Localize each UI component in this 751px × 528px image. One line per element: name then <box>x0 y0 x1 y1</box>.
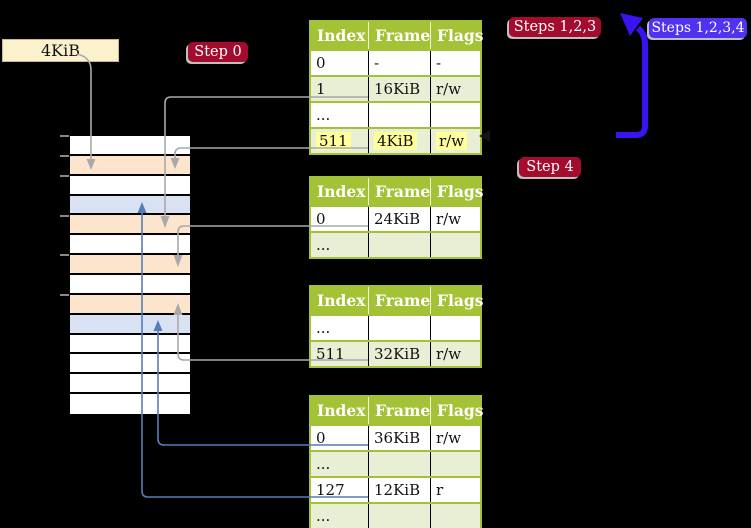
table-cell <box>369 316 431 340</box>
table-header-cell: Index <box>311 287 369 314</box>
table-row: ... <box>311 231 480 257</box>
memory-row-free <box>70 136 190 156</box>
table-cell: r/w <box>431 77 480 101</box>
table-cell: 511 <box>311 342 369 366</box>
table-row: 511 4KiB r/w <box>311 127 480 153</box>
badge-steps-1-2-3: Steps 1,2,3 <box>509 17 601 37</box>
table-cell: ... <box>311 504 369 528</box>
badge-step-0: Step 0 <box>188 42 248 62</box>
table-cell: r/w <box>436 210 462 228</box>
table-cell <box>431 316 480 340</box>
memory-column <box>70 136 190 414</box>
memory-address-tick <box>60 135 69 137</box>
table-row: 0-- <box>311 49 480 75</box>
table-row: ... <box>311 450 480 476</box>
table-cell <box>369 504 431 528</box>
badge-steps-1-2-3-4: Steps 1,2,3,4 <box>649 18 747 38</box>
table-cell: 24KiB <box>369 207 431 231</box>
table-cell <box>369 103 431 127</box>
memory-row-page <box>70 195 190 216</box>
table-cell <box>431 103 480 127</box>
table-cell <box>431 452 480 476</box>
table-cell: 4KiB <box>369 129 431 153</box>
table-header-cell: Frame <box>369 397 431 424</box>
memory-row-table <box>70 155 190 176</box>
frame-size-label: 4KiB <box>40 41 80 60</box>
table-cell <box>369 233 431 257</box>
table-cell: ... <box>311 316 369 340</box>
memory-row-page <box>70 314 190 335</box>
table-header-cell: Flags <box>431 287 484 314</box>
highlighted-value: r/w <box>436 132 468 150</box>
table-cell: r <box>436 481 444 499</box>
table-cell: ... <box>311 103 369 127</box>
memory-address-tick <box>60 214 69 217</box>
table-header-cell: Frame <box>369 22 431 49</box>
table-row: ... <box>311 502 480 528</box>
table-cell: - <box>436 54 442 72</box>
memory-address-tick <box>60 294 69 296</box>
memory-row-free <box>70 354 190 375</box>
table-header-cell: Flags <box>431 22 484 49</box>
table-cell: 36KiB <box>369 426 431 450</box>
highlighted-value: 4KiB <box>374 132 417 150</box>
memory-row-table <box>70 255 190 275</box>
memory-row-free <box>70 235 190 256</box>
memory-row-table <box>70 294 190 315</box>
memory-address-tick <box>60 254 69 256</box>
memory-address-tick <box>60 155 69 157</box>
table-cell: 16KiB <box>369 77 431 101</box>
memory-row-free <box>70 374 190 395</box>
table-row: ... <box>311 314 480 340</box>
table-cell: 0 <box>311 426 369 450</box>
table-header-cell: Index <box>311 22 369 49</box>
memory-address-tick <box>60 175 69 177</box>
table-cell: 127 <box>311 478 369 502</box>
table-header-cell: Frame <box>369 178 431 205</box>
memory-row-free <box>70 275 190 295</box>
table-row: ... <box>311 101 480 127</box>
table-cell: ... <box>311 452 369 476</box>
table-cell: 0 <box>311 207 369 231</box>
frame-size-label-box: 4KiB <box>2 39 119 62</box>
memory-row-free <box>70 334 190 355</box>
table-header-cell: Flags <box>431 397 484 424</box>
table-header-cell: Index <box>311 397 369 424</box>
table-header-cell: Index <box>311 178 369 205</box>
memory-row-free <box>70 175 190 196</box>
table-cell <box>369 452 431 476</box>
table-cell: r/w <box>431 342 480 366</box>
table-header-cell: Flags <box>431 178 484 205</box>
table-cell: r/w <box>431 129 480 153</box>
table-cell <box>431 504 480 528</box>
table-cell: r/w <box>436 429 462 447</box>
table-cell: ... <box>311 233 369 257</box>
memory-row-table <box>70 215 190 236</box>
memory-row-free <box>70 394 190 414</box>
recursive-loop-arrow <box>616 13 648 138</box>
table-cell: 12KiB <box>369 478 431 502</box>
table-cell: 0 <box>311 51 369 75</box>
table-cell: 1 <box>311 77 369 101</box>
table-cell <box>431 233 480 257</box>
table-cell: 511 <box>311 129 369 153</box>
highlighted-value: 511 <box>316 132 351 150</box>
table-cell: 32KiB <box>369 342 431 366</box>
table-cell: - <box>369 51 431 75</box>
table-header-cell: Frame <box>369 287 431 314</box>
badge-step-4: Step 4 <box>519 157 581 177</box>
